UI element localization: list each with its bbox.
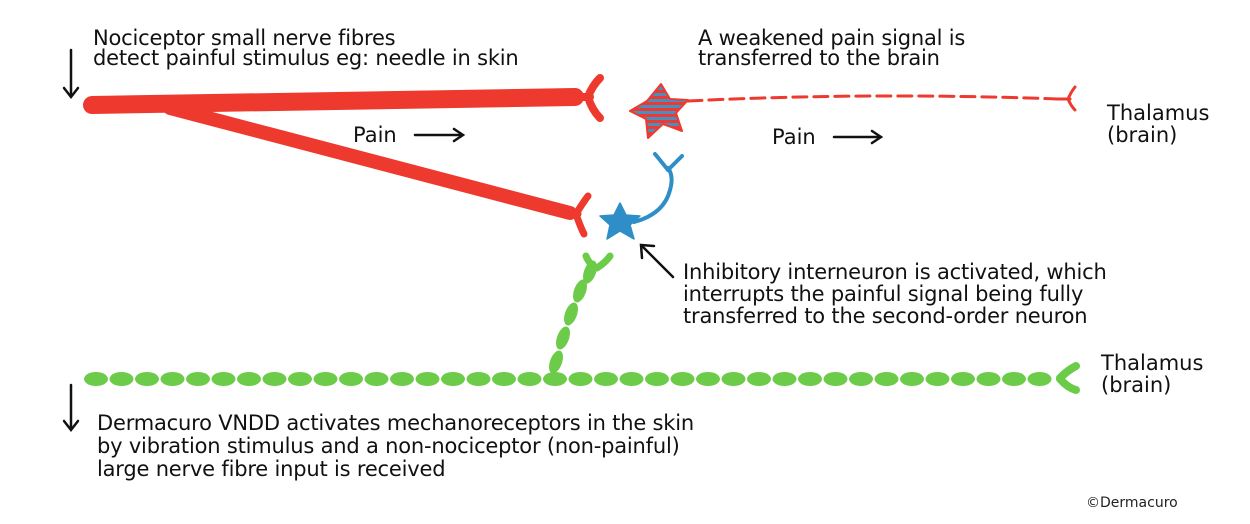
fibre-bead — [645, 372, 669, 386]
fibre-bead — [543, 372, 567, 386]
pain-label: Pain — [353, 123, 397, 147]
thalamus-sub-label-bottom: (brain) — [1101, 373, 1172, 397]
fibre-bead — [364, 372, 389, 386]
fibre-bead — [390, 372, 414, 386]
fibre-bead — [670, 372, 695, 386]
fibre-bead — [160, 372, 185, 386]
branch-bead — [549, 350, 563, 374]
fibre-bead — [339, 372, 363, 386]
right-arrow-icon — [413, 127, 466, 143]
nociceptor-terminal-top — [568, 74, 604, 122]
mechanoreceptor-branch — [549, 260, 597, 374]
fibre-bead — [721, 372, 746, 386]
fibre-bead — [1027, 372, 1052, 386]
large-fibre-terminal-top — [582, 252, 614, 272]
fibre-bead — [415, 372, 440, 386]
down-arrow-icon — [62, 383, 80, 433]
vndd-caption-line-1: Dermacuro VNDD activates mechanoreceptor… — [97, 411, 694, 435]
nociceptor-terminal-bottom — [563, 192, 592, 238]
inhibitory-interneuron-body — [599, 202, 641, 240]
fibre-bead — [186, 372, 210, 386]
fibre-bead — [466, 372, 491, 386]
branch-bead — [556, 326, 570, 350]
weakened-signal-fibre — [686, 85, 1077, 112]
fibre-bead — [976, 372, 1001, 386]
fibre-bead — [237, 372, 261, 386]
down-arrow-icon — [62, 48, 80, 100]
nociceptor-caption-line-2: detect painful stimulus eg: needle in sk… — [93, 46, 519, 70]
fibre-bead — [492, 372, 516, 386]
fibre-bead — [568, 372, 593, 386]
right-arrow-icon — [832, 129, 884, 145]
fibre-bead — [594, 372, 618, 386]
fibre-bead — [517, 372, 542, 386]
copyright-notice: ©Dermacuro — [1086, 495, 1178, 511]
fibre-bead — [951, 372, 975, 386]
fibre-bead — [109, 372, 134, 386]
fibre-bead — [441, 372, 465, 386]
fibre-bead — [925, 372, 950, 386]
large-nerve-fibre — [84, 372, 1052, 386]
fibre-bead — [696, 372, 720, 386]
pointer-arrow-icon — [639, 243, 675, 279]
nociceptor-fibre — [83, 88, 584, 220]
fibre-bead — [747, 372, 771, 386]
weakened-signal-caption-line-1: A weakened pain signal is — [698, 26, 966, 50]
pain-label: Pain — [772, 125, 816, 149]
nociceptor-caption-line-1: Nociceptor small nerve fibres — [93, 26, 396, 50]
fibre-bead — [619, 372, 644, 386]
second-order-neuron — [629, 83, 689, 139]
inhibitory-interneuron-axon — [632, 152, 684, 224]
fibre-bead — [849, 372, 873, 386]
fibre-bead — [1002, 372, 1026, 386]
weakened-signal-caption-line-2: transferred to the brain — [698, 46, 940, 70]
fibre-bead — [288, 372, 312, 386]
fibre-bead — [84, 372, 108, 386]
thalamus-label-bottom: Thalamus — [1101, 351, 1204, 375]
fibre-bead — [772, 372, 797, 386]
fibre-bead — [262, 372, 287, 386]
branch-bead — [573, 279, 587, 303]
fibre-bead — [798, 372, 822, 386]
fibre-bead — [823, 372, 848, 386]
fibre-bead — [211, 372, 236, 386]
thalamus-sub-label-top: (brain) — [1107, 123, 1178, 147]
interneuron-caption-line-2: interrupts the painful signal being full… — [683, 282, 1084, 306]
branch-bead — [564, 302, 578, 326]
fibre-bead — [874, 372, 899, 386]
fibre-bead — [135, 372, 159, 386]
fibre-bead — [313, 372, 338, 386]
thalamus-label-top: Thalamus — [1107, 101, 1210, 125]
vndd-caption-line-3: large nerve fibre input is received — [97, 457, 446, 481]
large-fibre-terminal-thalamus — [1056, 362, 1080, 394]
interneuron-caption-line-1: Inhibitory interneuron is activated, whi… — [683, 260, 1107, 284]
fibre-bead — [900, 372, 924, 386]
interneuron-caption-line-3: transferred to the second-order neuron — [683, 304, 1088, 328]
vndd-caption-line-2: by vibration stimulus and a non-nocicept… — [97, 434, 680, 458]
